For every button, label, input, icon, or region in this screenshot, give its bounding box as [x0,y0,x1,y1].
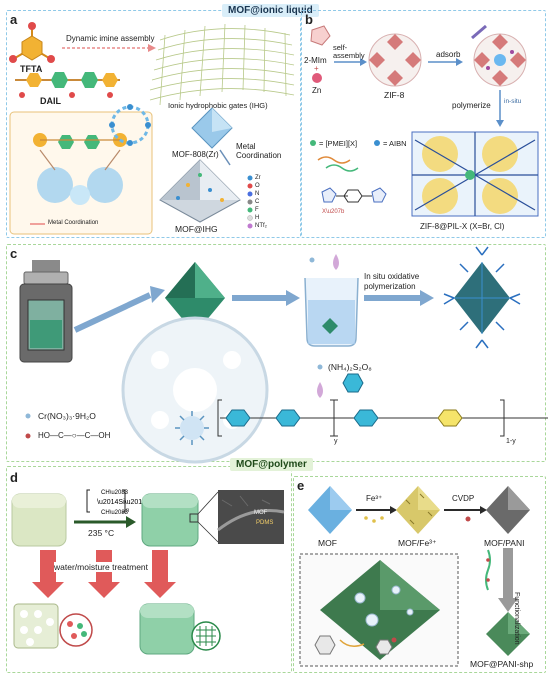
functionalization-label: Functionalization [513,592,520,645]
mof-pani-dark [486,486,530,534]
mof-cube-pdms [141,493,199,547]
mof-ihg-label: MOF@IHG [175,224,218,234]
legend-n: N [255,191,260,197]
metal-coordination-scene [30,133,127,225]
metal-coordination-small-label: Metal Coordination [48,220,99,226]
pani-ball [175,411,209,445]
zif8-pil-network [411,131,539,217]
legend-f: F [255,207,259,213]
mof-blue-octahedron [308,486,352,534]
legend-zr: Zr [255,175,261,181]
adsorb-label: adsorb [436,50,461,59]
panel-e [293,476,546,673]
mof808-label: MOF-808(Zr) [172,150,219,159]
self-assembly-label: self- assembly [333,43,365,60]
mof-ihg-octahedron [159,159,241,223]
panel-d-letter: d [10,470,18,485]
pani-sub-1y-label: 1-y [506,438,516,445]
dynamic-imine-label: Dynamic imine assembly [66,34,155,43]
svg-text:CH\u2083: CH\u2083 [101,490,129,496]
pani-sub-y-label: y [334,438,338,445]
oxidant-label: (NH₄)₂S₂O₈ [328,362,372,372]
panel-c-letter: c [10,246,18,261]
ihg-mesh [149,23,295,106]
temp-label: 235 °C [88,528,115,538]
mof-pani-label: MOF/PANI [484,538,525,548]
legend-h: H [255,215,260,221]
panel-d [6,466,292,673]
svg-text:X\u207b: X\u207b [322,209,345,215]
banner-ionic-liquid: MOF@ionic liquid [222,4,319,17]
banner-polymer: MOF@polymer [230,458,313,471]
panel-a-graphics [9,22,295,235]
atom-legend: Zr O N C F H NTf₂ [255,174,267,230]
pani-chain [217,399,548,437]
polymerization-label: In situ oxidative polymerization [364,272,420,291]
mof-octahedron [165,262,225,334]
tfta-molecule [9,22,55,63]
aniline-ring [342,373,364,393]
dail-label: DAIL [40,96,61,106]
reagent-2mim-label: 2-MIm [304,56,327,65]
zif8-label: ZIF-8 [384,90,405,100]
reagent-zn-label: Zn [312,86,322,95]
mof-808-ring [109,104,151,146]
fe-label: Fe³⁺ [366,494,383,503]
legend-o: O [255,183,260,189]
zif8-pil-label: ZIF-8@PIL-X (X=Br, Cl) [420,222,505,231]
pmei-legend-label: = [PMEI][X] [319,139,358,148]
hydrophobic-surface-scene [314,560,440,660]
mof-pani-shp-octahedron [486,612,530,656]
panel-b-letter: b [305,12,313,27]
water-treatment-label: water/moisture treatment [54,562,149,572]
panel-a [6,10,301,238]
tem-pdms-label: PDMS [256,520,274,526]
tem-mof-label: MOF [254,510,268,516]
plus-label: + [314,64,319,73]
mof-pani-shp-label: MOF@PANI-shp [470,659,534,669]
pdms-n-label: n [126,508,130,514]
ihg-label: Ionic hydrophobic gates (IHG) [168,101,268,110]
pmei-monomer: X\u207b [321,187,387,215]
linker-label: HO—C—○—C—OH [38,431,111,440]
beaker [304,277,359,347]
legend-ntf2: NTf₂ [255,223,267,229]
metal-coordination-arrow-label: Metal Coordination [236,142,282,160]
cr-precursor-label: Cr(NO₃)₃·9H₂O [38,411,96,421]
panel-c-graphics [19,246,548,464]
dail-molecule [15,72,120,98]
panel-b-graphics: X\u207b [310,24,539,217]
cvdp-label: CVDP [452,494,475,503]
aibn-legend-label: = AIBN [383,139,407,148]
panel-e-letter: e [297,478,305,493]
intact-mof-pdms [139,603,221,655]
mof-cube-plain [11,493,67,547]
pdms-formula: CH\u2083 \u2014Si\u2014O\u2014 CH\u2083 [86,489,173,516]
mof-fe-label: MOF/Fe³⁺ [398,538,437,548]
collapsed-mof [13,603,93,649]
mof-label: MOF [318,538,337,548]
zif8-cluster [368,33,422,87]
svg-text:CH\u2083: CH\u2083 [101,510,129,516]
mof-808-octahedron [191,107,233,149]
panel-b [301,10,546,238]
panel-a-letter: a [10,12,18,27]
legend-c: C [255,199,260,205]
svg-text:\u2014Si\u2014O\u2014: \u2014Si\u2014O\u2014 [97,499,173,506]
in-situ-label: in-situ [504,98,522,105]
tfta-label: TFTA [20,64,43,74]
polymerize-label: polymerize [452,101,491,110]
autoclave [19,260,73,363]
zif8-adsorbed [473,33,527,87]
mof-pani-octahedron [443,246,521,349]
mof-fe-octahedron [396,486,440,534]
tem-inset [217,490,285,544]
